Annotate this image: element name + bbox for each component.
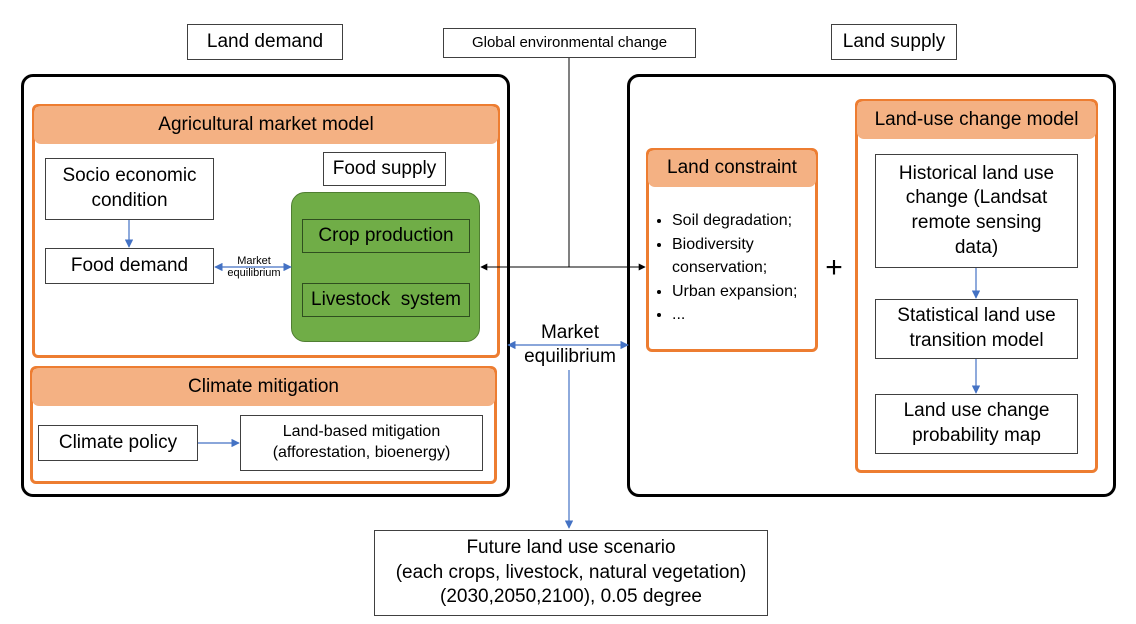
- constraint-item: ...: [672, 303, 814, 327]
- future-scenario-line2: (each crops, livestock, natural vegetati…: [395, 561, 747, 583]
- crop-production-text: Crop production: [318, 225, 454, 246]
- statistical-transition-box: Statistical land use transition model: [875, 299, 1078, 359]
- historical-land-use-text: Historical land use change (Landsat remo…: [898, 162, 1055, 258]
- plus-sign: +: [820, 253, 848, 283]
- climate-mitigation-title: Climate mitigation: [32, 368, 495, 406]
- probability-map-box: Land use change probability map: [875, 394, 1078, 454]
- probability-map-text: Land use change probability map: [903, 400, 1050, 446]
- future-scenario-line1: Future land use scenario: [466, 536, 676, 558]
- future-scenario-line3: (2030,2050,2100), 0.05 degree: [440, 586, 702, 608]
- constraint-item: Urban expansion;: [672, 280, 814, 304]
- food-supply-text: Food supply: [332, 157, 437, 179]
- land-based-mitigation-line2: (afforestation, bioenergy): [272, 444, 451, 461]
- land-supply-text: Land supply: [842, 30, 946, 52]
- climate-mitigation-title-text: Climate mitigation: [188, 375, 339, 397]
- future-scenario-box: Future land use scenario (each crops, li…: [374, 530, 768, 616]
- socio-economic-text: Socio economic condition: [62, 165, 197, 211]
- market-equilibrium-line2: equilibrium: [524, 346, 616, 367]
- global-change-label: Global environmental change: [443, 28, 696, 58]
- land-constraint-title-text: Land constraint: [667, 157, 797, 179]
- land-constraint-title: Land constraint: [648, 150, 816, 187]
- climate-policy-box: Climate policy: [38, 425, 198, 461]
- agricultural-market-title-text: Agricultural market model: [158, 113, 374, 135]
- land-supply-label: Land supply: [831, 24, 957, 60]
- land-use-change-title: Land-use change model: [857, 101, 1096, 139]
- market-equilibrium-label: Market equilibrium: [510, 321, 630, 369]
- statistical-transition-text: Statistical land use transition model: [897, 305, 1056, 351]
- global-change-text: Global environmental change: [471, 34, 668, 52]
- historical-land-use-box: Historical land use change (Landsat remo…: [875, 154, 1078, 268]
- land-based-mitigation-box: Land-based mitigation (afforestation, bi…: [240, 415, 483, 471]
- market-equilibrium-small: Market equilibrium: [213, 255, 295, 279]
- market-equilibrium-small-text: Market equilibrium: [227, 255, 281, 279]
- agricultural-market-title: Agricultural market model: [34, 106, 498, 144]
- livestock-system-text: Livestock system: [311, 289, 461, 310]
- food-supply-box: Food supply: [323, 152, 446, 186]
- constraint-item: Soil degradation;: [672, 209, 814, 233]
- food-demand-text: Food demand: [70, 254, 189, 276]
- food-demand-box: Food demand: [45, 248, 214, 284]
- crop-production-box: Crop production: [302, 219, 470, 253]
- socio-economic-box: Socio economic condition: [45, 158, 214, 220]
- constraint-item: Biodiversity conservation;: [672, 233, 814, 280]
- land-demand-text: Land demand: [206, 30, 324, 52]
- plus-sign-text: +: [825, 251, 843, 284]
- land-demand-label: Land demand: [187, 24, 343, 60]
- land-use-change-title-text: Land-use change model: [874, 108, 1079, 130]
- livestock-system-box: Livestock system: [302, 283, 470, 317]
- land-based-mitigation-line1: Land-based mitigation: [282, 423, 441, 441]
- land-constraint-list: Soil degradation; Biodiversity conservat…: [652, 209, 814, 327]
- food-supply-block: [291, 192, 480, 342]
- climate-policy-text: Climate policy: [58, 431, 178, 453]
- market-equilibrium-line1: Market: [540, 322, 600, 343]
